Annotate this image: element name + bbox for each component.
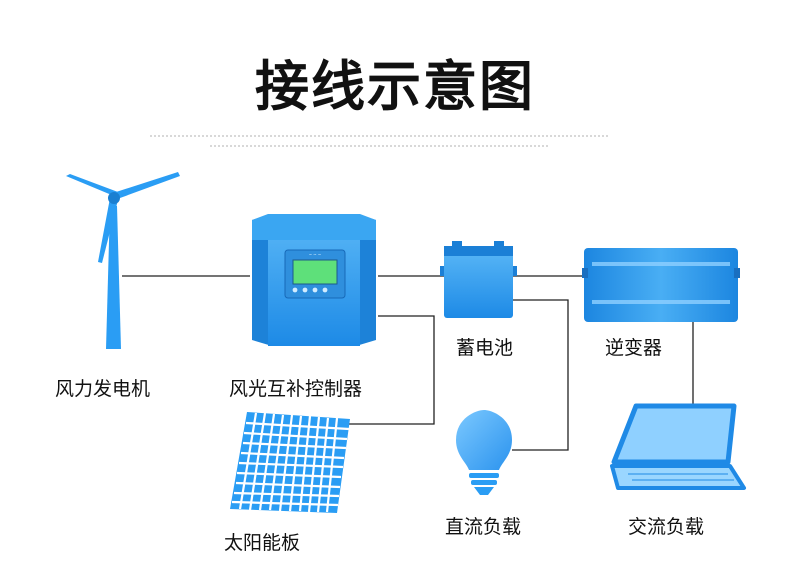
laptop-icon [610,403,746,490]
label-controller: 风光互补控制器 [229,378,363,400]
svg-text:~ ~ ~: ~ ~ ~ [309,252,322,257]
solar-panel-icon [230,412,350,513]
label-inverter: 逆变器 [605,337,663,359]
subcaption-decoration [150,135,610,147]
label-solar-panel: 太阳能板 [224,532,301,554]
wire-battery-dcload [512,299,569,451]
label-ac-load: 交流负载 [628,516,705,538]
wires [122,275,694,451]
inverter-icon [582,248,740,322]
label-battery: 蓄电池 [456,337,514,359]
controller-device-icon: ~ ~ ~ [252,214,376,346]
wire-solar-controller [330,315,435,425]
label-dc-load: 直流负载 [445,516,522,538]
page-title: 接线示意图 [255,55,535,118]
battery-icon [440,241,517,318]
light-bulb-icon [456,410,512,495]
label-wind-turbine: 风力发电机 [55,378,151,400]
wind-turbine-icon [66,172,180,349]
